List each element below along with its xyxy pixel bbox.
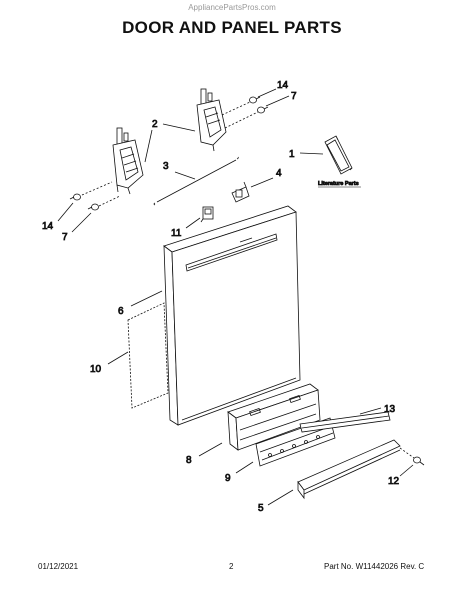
callout-11: 11 [171, 228, 182, 239]
callout-14-right: 14 [277, 80, 289, 91]
callout-5: 5 [258, 503, 264, 514]
watermark: AppliancePartsPros.com [188, 3, 276, 12]
footer-part-number: Part No. W11442026 Rev. C [324, 562, 425, 571]
leader-line-6 [130, 290, 163, 307]
door-cable [153, 156, 239, 206]
callout-14-left: 14 [42, 221, 54, 232]
left-hinge-screws [69, 181, 121, 211]
literature-booklet [324, 135, 353, 175]
callout-7-left: 7 [62, 232, 68, 243]
callout-8: 8 [186, 455, 192, 466]
leader-line-14-right [257, 88, 277, 98]
callout-6: 6 [118, 306, 124, 317]
leader-line-1 [299, 152, 324, 155]
leader-line-7-left [71, 212, 92, 233]
callout-13: 13 [384, 404, 396, 415]
left-hinge [112, 127, 144, 195]
callout-4: 4 [276, 168, 282, 179]
leader-line-9 [235, 461, 254, 474]
leader-line-13 [359, 407, 382, 415]
control-panel-housing [227, 383, 321, 451]
callout-12: 12 [388, 476, 400, 487]
literature-parts-label: Literature Parts [318, 181, 359, 187]
latch-clip [200, 206, 214, 223]
leader-line-10 [107, 351, 129, 365]
callout-10: 10 [90, 364, 102, 375]
callout-1: 1 [289, 149, 295, 160]
leader-line-11 [185, 217, 201, 229]
leader-line-3 [174, 171, 196, 180]
latch-bracket [231, 181, 250, 203]
leader-line-7-right [265, 95, 290, 107]
leader-line-5 [267, 489, 294, 506]
right-hinge-screws [221, 96, 269, 129]
callout-9: 9 [225, 473, 231, 484]
trim-strip [299, 411, 391, 433]
leader-line-14-left [57, 202, 74, 222]
footer-date: 01/12/2021 [38, 562, 79, 571]
panel-screw [399, 447, 425, 466]
door-panel [163, 205, 301, 426]
leader-line-12 [399, 464, 414, 477]
leader-line-2a [162, 123, 196, 132]
right-hinge [196, 88, 227, 152]
leader-line-4 [250, 177, 274, 188]
callout-7-right: 7 [291, 91, 297, 102]
leader-line-8 [198, 442, 223, 457]
inner-panel [127, 302, 169, 409]
footer-page-number: 2 [229, 562, 234, 571]
callout-3: 3 [163, 161, 169, 172]
leader-line-2b [144, 129, 153, 163]
callout-2: 2 [152, 119, 158, 130]
page-title: DOOR AND PANEL PARTS [122, 18, 342, 37]
bottom-trim [297, 439, 401, 500]
